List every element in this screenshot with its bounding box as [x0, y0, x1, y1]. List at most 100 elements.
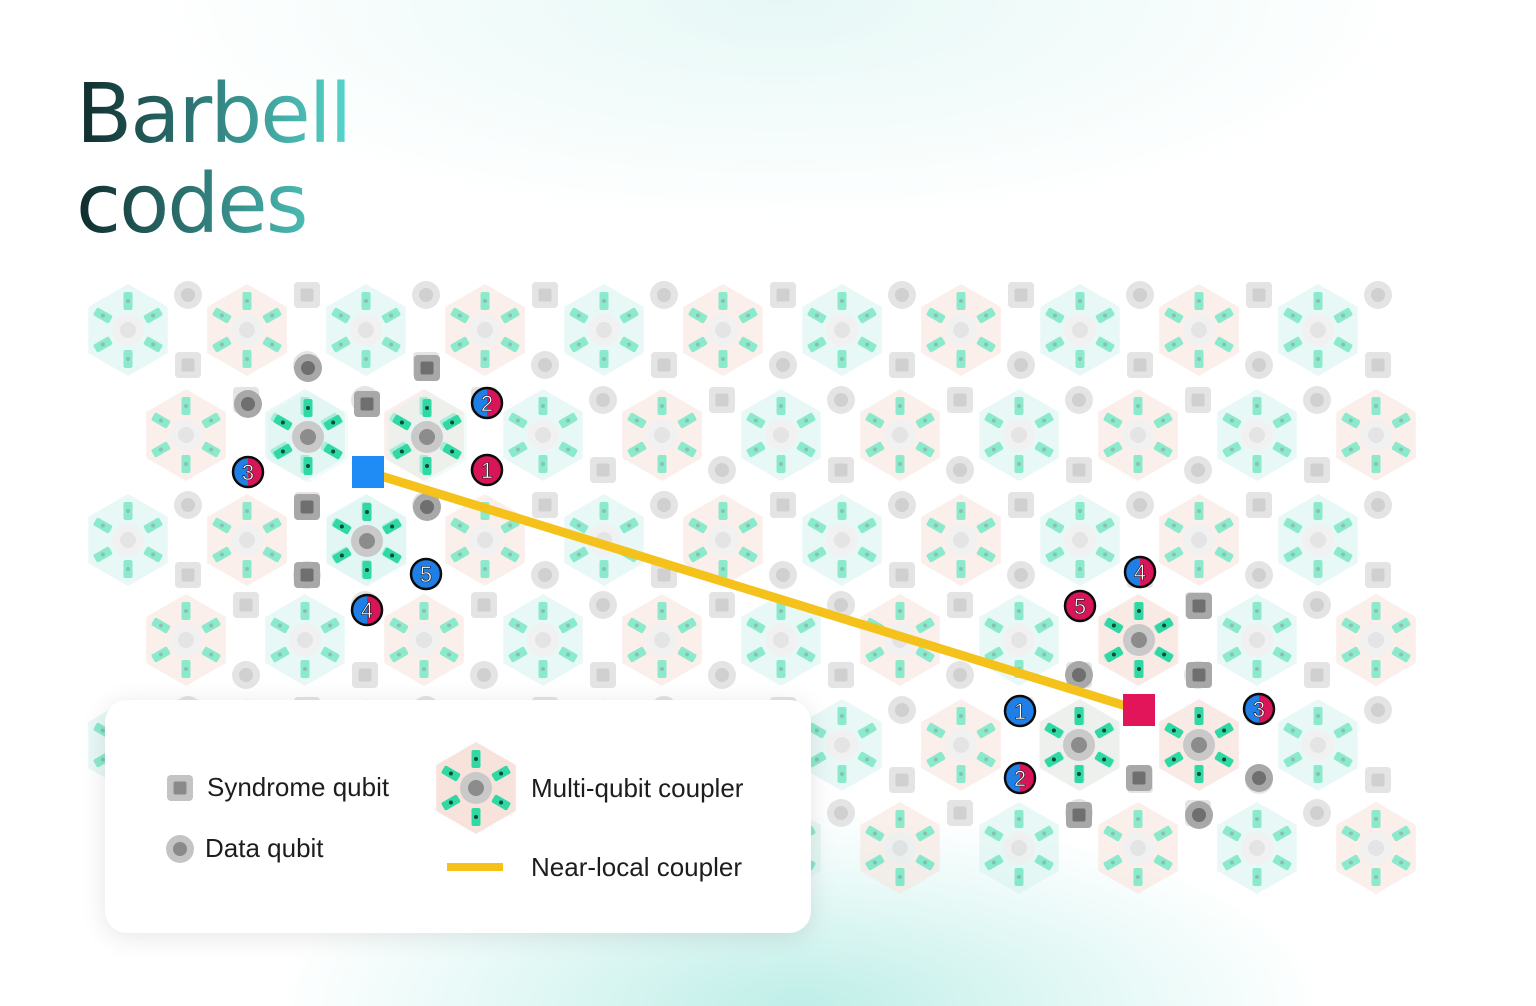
coupler-dot	[100, 342, 105, 347]
coupler-dot	[306, 406, 310, 410]
multi-qubit-coupler	[802, 494, 882, 586]
coupler-data-core	[1011, 840, 1027, 856]
badge-half-red	[1259, 694, 1274, 724]
badge-fill	[411, 559, 441, 589]
multi-qubit-coupler	[741, 389, 821, 481]
data-qubit-core	[895, 288, 909, 302]
coupler-dot	[448, 800, 453, 805]
coupler-dot	[933, 552, 938, 557]
data-qubit-core	[1252, 771, 1266, 785]
badge-ring	[1003, 694, 1037, 728]
coupler-dot	[1280, 623, 1285, 628]
coupler-dot	[959, 509, 963, 513]
coupler-dot	[1374, 609, 1378, 613]
coupler-dot	[1017, 875, 1021, 879]
coupler-dot	[898, 817, 902, 821]
coupler-dot	[779, 462, 783, 466]
multi-qubit-coupler	[741, 594, 821, 686]
badge-half-red	[367, 595, 382, 625]
coupler-dot	[660, 404, 664, 408]
coupler-dot	[100, 313, 105, 318]
coupler-dot	[448, 771, 453, 776]
coupler-dot	[685, 623, 690, 628]
legend-data: Data qubit	[165, 833, 324, 864]
coupler-dot	[685, 418, 690, 423]
coupler-dot	[746, 313, 751, 318]
coupler-dot	[1110, 831, 1115, 836]
coupler-dot	[1197, 567, 1201, 571]
multi-qubit-coupler	[683, 284, 763, 376]
coupler-data-core	[416, 632, 432, 648]
coupler-dot	[1399, 652, 1404, 657]
coupler-dot	[1017, 609, 1021, 613]
coupler-dot	[1399, 860, 1404, 865]
coupler-dot	[1348, 447, 1353, 452]
badge-ring	[470, 453, 504, 487]
coupler-dot	[923, 418, 928, 423]
data-qubit-core	[1014, 568, 1028, 582]
coupler-dot	[1197, 357, 1201, 361]
syndrome-qubit-core	[181, 358, 195, 372]
coupler-dot	[184, 609, 188, 613]
coupler-dot	[219, 313, 224, 318]
coupler-dot	[1161, 860, 1166, 865]
coupler-dot	[515, 447, 520, 452]
badge-ring	[1123, 555, 1157, 589]
coupler-dot	[602, 299, 606, 303]
coupler-dot	[1229, 652, 1234, 657]
coupler-dot	[483, 357, 487, 361]
coupler-dot	[1136, 404, 1140, 408]
coupler-dot	[959, 772, 963, 776]
syndrome-qubit-core	[953, 598, 967, 612]
multi-qubit-coupler	[1099, 594, 1179, 686]
coupler-dot	[872, 447, 877, 452]
badge-half-blue	[1244, 694, 1259, 724]
coupler-data-core	[834, 737, 850, 753]
syndrome-qubit-core	[1133, 358, 1147, 372]
multi-qubit-coupler	[326, 284, 406, 376]
coupler-dot	[602, 509, 606, 513]
coupler-dot	[1171, 523, 1176, 528]
badge-half-red	[487, 388, 502, 418]
data-qubit-core	[1072, 393, 1086, 407]
syndrome-qubit-core	[538, 498, 552, 512]
coupler-dot	[457, 313, 462, 318]
coupler-dot	[1348, 623, 1353, 628]
legend-syndrome-label: Syndrome qubit	[207, 772, 390, 802]
coupler-dot	[779, 667, 783, 671]
coupler-dot	[984, 757, 989, 762]
coupler-data-core	[1310, 532, 1326, 548]
coupler-dot	[1161, 418, 1166, 423]
coupler-dot	[541, 609, 545, 613]
coupler-dot	[425, 464, 429, 468]
coupler-dot	[483, 299, 487, 303]
coupler-dot	[184, 462, 188, 466]
data-qubit-core	[1371, 288, 1385, 302]
coupler-dot	[447, 623, 452, 628]
coupler-dot	[1078, 567, 1082, 571]
coupler-dot	[365, 510, 369, 514]
syndrome-qubit-core	[1191, 393, 1205, 407]
coupler-dot	[1052, 313, 1057, 318]
coupler-dot	[1341, 523, 1346, 528]
coupler-dot	[923, 623, 928, 628]
data-qubit-core	[657, 498, 671, 512]
syndrome-qubit-core	[1072, 463, 1086, 477]
coupler-data-core	[120, 532, 136, 548]
coupler-dot	[814, 728, 819, 733]
badge-half-blue	[472, 388, 487, 418]
coupler-dot	[576, 342, 581, 347]
coupler-dot	[515, 418, 520, 423]
coupler-dot	[126, 567, 130, 571]
coupler-dot	[277, 652, 282, 657]
coupler-dot	[396, 652, 401, 657]
z-check-square	[1123, 694, 1155, 726]
badge-ring	[1242, 692, 1276, 726]
coupler-dot	[865, 342, 870, 347]
coupler-dot	[1222, 757, 1227, 762]
syndrome-qubit-core	[895, 568, 909, 582]
coupler-dot	[1102, 728, 1107, 733]
coupler-dot	[721, 357, 725, 361]
coupler-dot	[1017, 404, 1021, 408]
legend-panel: Syndrome qubit Data qubit Multi-qubit co…	[105, 700, 811, 933]
